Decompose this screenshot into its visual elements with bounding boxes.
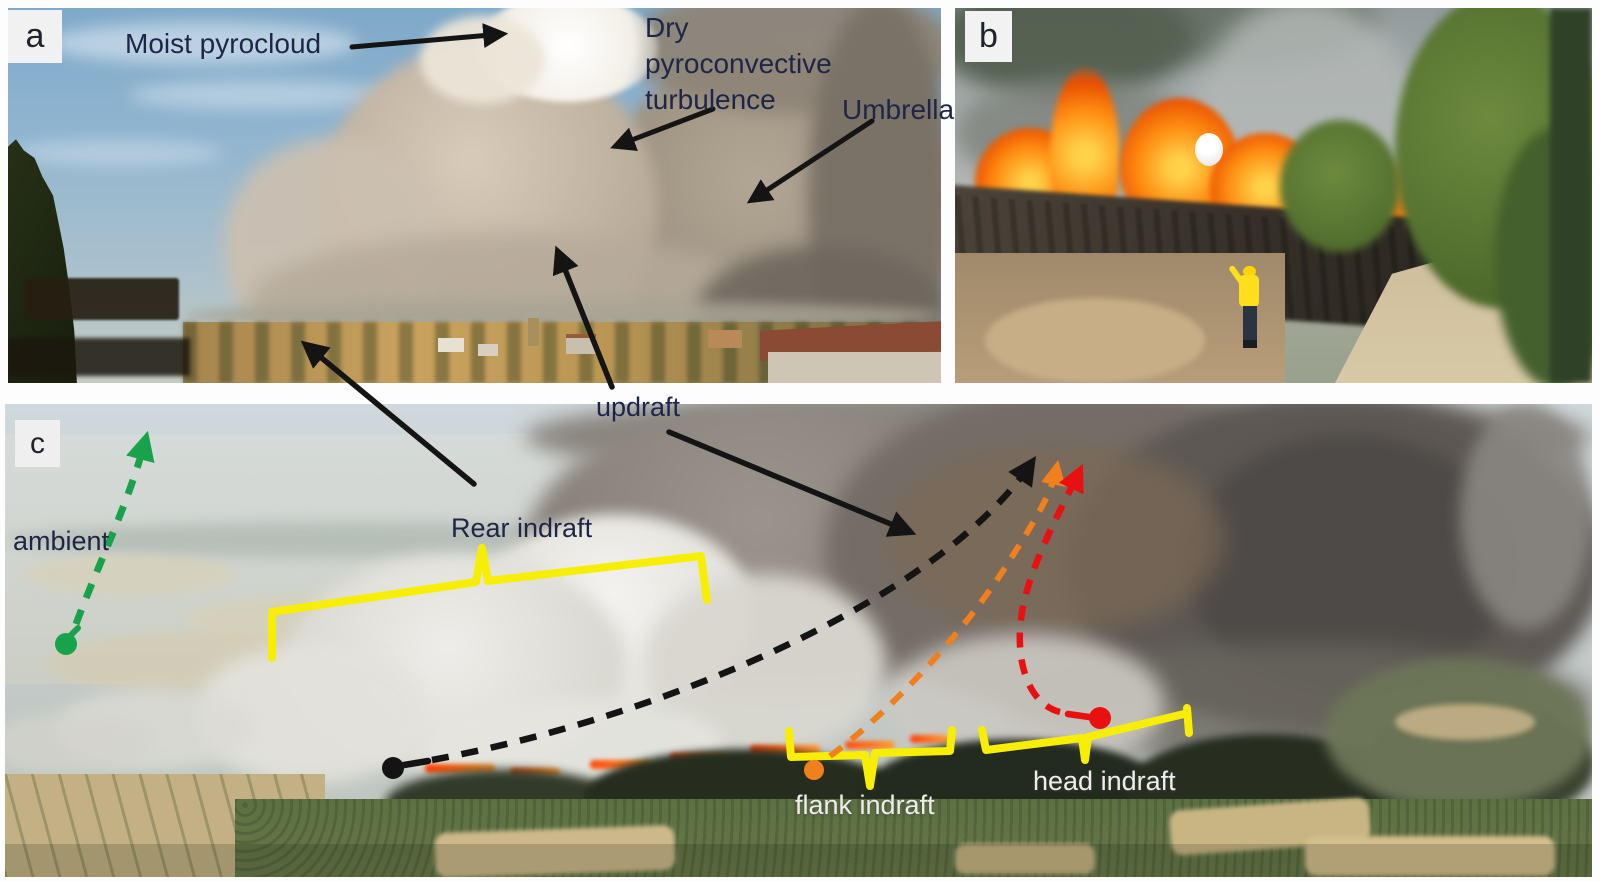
fire-front-flame: [845, 741, 895, 749]
dirt-light-patch: [985, 298, 1205, 383]
umbrella-label: Umbrella: [842, 94, 955, 125]
rear-indraft-label: Rear indraft: [451, 513, 593, 543]
center-bush: [1280, 120, 1400, 252]
town-building: [566, 334, 596, 354]
town-church-tower: [528, 318, 539, 346]
panel-b-letter: b: [979, 17, 998, 55]
panel-a-letter: a: [25, 17, 45, 55]
panel-b-photo: b: [955, 8, 1592, 383]
tan-field-right: [1395, 704, 1535, 740]
firefighter-boots: [1243, 340, 1257, 348]
firefighter-helmet: [1243, 266, 1256, 277]
weather-balloon: [1195, 133, 1223, 166]
firefighter-pants: [1243, 306, 1257, 342]
ambient-label: ambient: [13, 526, 110, 556]
town-building: [708, 330, 742, 348]
distant-field: [25, 554, 235, 596]
redaction-box: [24, 278, 179, 320]
panel-c-letter: c: [30, 426, 45, 460]
right-edge-foliage: [1550, 8, 1592, 383]
tan-field-patch: [1305, 836, 1555, 876]
firefighter-jacket: [1239, 275, 1259, 307]
building-wall: [768, 352, 941, 383]
smoke-right-edge: [1460, 404, 1592, 629]
bottom-shade: [5, 844, 1592, 877]
firefighter-figure: [1228, 264, 1273, 383]
dry-turbulence-label: Dry pyroconvective turbulence: [645, 12, 832, 115]
panel-c-letter-box: c: [15, 420, 60, 467]
moist-pyrocloud-label: Moist pyrocloud: [125, 28, 322, 59]
sky-cloud-streak: [14, 140, 224, 166]
town-building: [478, 344, 498, 356]
redaction-box: [8, 338, 190, 376]
fire-front-flame: [910, 735, 950, 743]
smoke-brown-tinge: [885, 444, 1225, 634]
drift-smoke-left: [5, 714, 155, 774]
panel-a-letter-box: a: [8, 10, 62, 63]
town-building: [438, 338, 464, 352]
sky-cloud-streak: [48, 22, 358, 64]
fire-front-flame: [590, 760, 650, 769]
sky-cloud-streak: [128, 80, 388, 110]
updraft-label: updraft: [596, 392, 681, 422]
fire-front-flame: [425, 764, 495, 773]
tan-field-patch: [955, 844, 1095, 874]
head-indraft-label: head indraft: [1033, 766, 1176, 796]
panel-b-letter-box: b: [965, 11, 1012, 62]
flank-indraft-label: flank indraft: [795, 790, 935, 820]
pyrocloud-top-lobe: [420, 16, 545, 104]
